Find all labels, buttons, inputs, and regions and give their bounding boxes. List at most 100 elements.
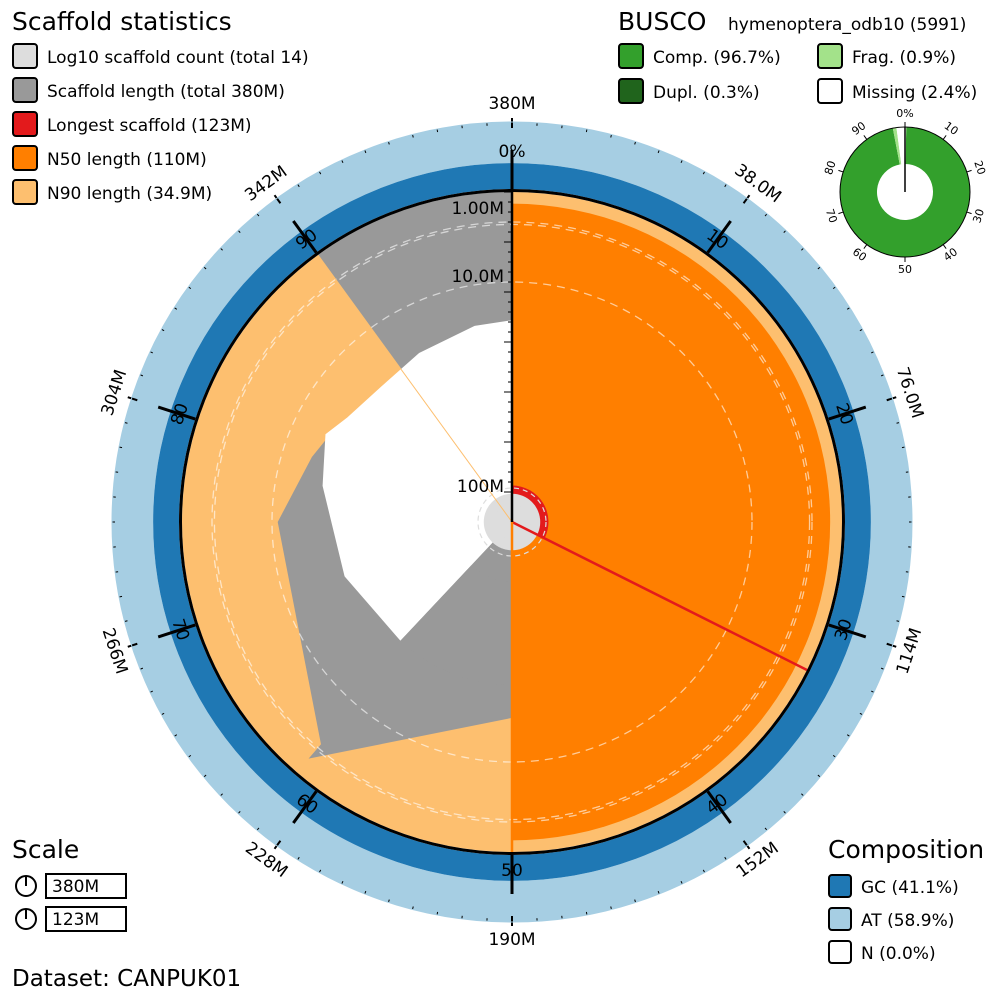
legend-label-count: Log10 scaffold count (total 14) (47, 48, 309, 68)
length-minor-tick (634, 899, 637, 903)
composition-swatch (828, 874, 852, 898)
outer-border (111, 121, 913, 923)
length-tick (127, 642, 138, 648)
percent-tick (828, 405, 867, 421)
n50-sector (512, 203, 831, 841)
length-minor-tick (220, 247, 223, 251)
length-minor-tick (832, 754, 836, 758)
length-minor-tick (161, 712, 165, 716)
length-minor-tick (859, 712, 863, 716)
length-minor-tick (318, 869, 322, 873)
dataset-label: Dataset: CANPUK01 (12, 966, 241, 992)
length-minor-tick (859, 328, 863, 332)
scale-label: 123M (52, 910, 99, 930)
length-minor-tick (297, 184, 300, 188)
busco-swatch (618, 78, 644, 104)
length-minor-tick (387, 141, 390, 145)
length-minor-tick (634, 141, 637, 145)
length-minor-tick (149, 690, 153, 693)
length-minor-tick (764, 827, 768, 831)
legend-label-n50: N50 length (110M) (47, 150, 207, 170)
count-hole (322, 320, 512, 641)
busco-tick-label: 30 (970, 207, 987, 224)
length-minor-tick (412, 134, 414, 138)
percent-tick-label: 0% (499, 142, 526, 162)
length-minor-tick (880, 374, 885, 377)
percent-tick-label: 50 (501, 861, 523, 881)
radial-gridline (211, 221, 813, 823)
length-minor-tick (724, 184, 727, 188)
length-minor-tick (585, 128, 588, 133)
busco-tick (966, 169, 972, 173)
legend-label-n90: N90 length (34.9M) (47, 184, 212, 204)
length-minor-tick (220, 793, 223, 797)
length-minor-tick (764, 213, 768, 217)
busco-label: Comp. (96.7%) (653, 48, 781, 68)
length-tick-label: 266M (98, 626, 132, 677)
busco-title: BUSCO (618, 7, 706, 36)
length-minor-tick (896, 620, 900, 622)
busco-tick (942, 135, 947, 140)
length-minor-tick (436, 128, 439, 133)
busco-tick (863, 135, 868, 140)
busco-tick (838, 211, 844, 215)
length-minor-tick (817, 774, 821, 778)
radial-tick-label: 10.0M (451, 267, 504, 287)
busco-lineage: hymenoptera_odb10 (5991) (728, 15, 966, 35)
length-minor-tick (124, 620, 128, 622)
length-minor-tick (901, 595, 906, 598)
length-minor-tick (702, 171, 706, 175)
length-minor-tick (341, 881, 344, 885)
percent-tick (828, 623, 867, 639)
length-tick (273, 194, 282, 204)
busco-tick-label: 10 (942, 119, 961, 138)
composition-label: GC (41.1%) (861, 878, 959, 898)
plot-border (179, 189, 845, 855)
length-minor-tick (124, 422, 128, 424)
length-minor-tick (237, 811, 241, 814)
length-minor-tick (871, 351, 875, 354)
busco-tick (838, 169, 844, 173)
length-minor-tick (846, 307, 850, 310)
length-minor-tick (256, 827, 260, 831)
length-minor-tick (412, 906, 414, 910)
legend-swatch-longest (12, 111, 38, 137)
busco-tick-label: 90 (849, 119, 868, 138)
busco-segment (896, 126, 907, 165)
scale-box (45, 873, 127, 899)
composition-label: AT (58.9%) (861, 911, 954, 931)
length-minor-tick (901, 446, 906, 449)
busco-tick (966, 211, 972, 215)
scale-title: Scale (12, 835, 79, 864)
length-minor-tick (680, 881, 683, 885)
composition-legend: GC (41.1%)AT (58.9%)N (0.0%) (828, 874, 959, 964)
length-minor-tick (871, 690, 875, 693)
length-tick-label: 114M (893, 626, 927, 677)
percent-tick (292, 220, 318, 254)
busco-tick (942, 244, 947, 249)
length-tick (886, 396, 897, 402)
radial-gridline (271, 281, 753, 763)
composition-swatch (828, 940, 852, 964)
busco-label: Missing (2.4%) (852, 83, 977, 103)
length-minor-tick (297, 856, 300, 860)
at-ring (112, 122, 912, 922)
busco-tick-label: 80 (822, 159, 839, 176)
length-tick (742, 840, 751, 850)
length-tick (127, 396, 138, 402)
legend-swatch-length (12, 77, 38, 103)
percent-tick (157, 405, 196, 421)
busco-segment (839, 127, 970, 257)
legend: Log10 scaffold count (total 14)Scaffold … (12, 43, 309, 205)
busco-tick-label: 0% (896, 107, 913, 120)
busco-swatch (817, 78, 843, 104)
busco-tick-label: 20 (971, 159, 988, 176)
busco-tick-label: 70 (823, 207, 840, 224)
legend-swatch-count (12, 43, 38, 69)
length-inner-band (400, 565, 512, 685)
busco-label: Dupl. (0.3%) (653, 83, 760, 103)
length-minor-tick (237, 230, 241, 233)
length-minor-tick (118, 595, 123, 598)
